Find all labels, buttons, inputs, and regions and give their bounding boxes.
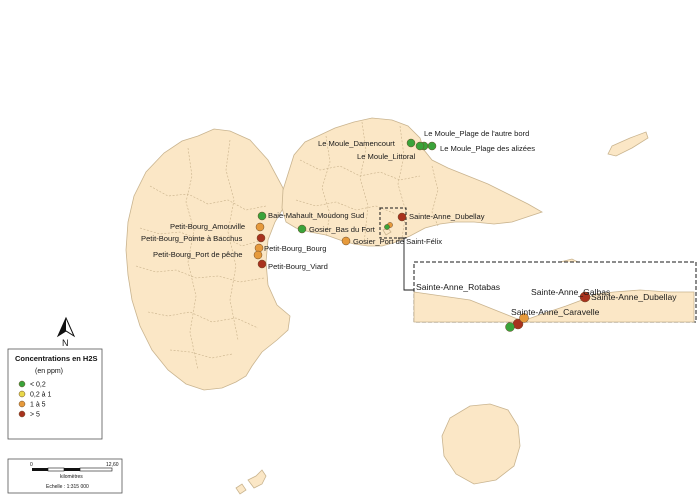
marie-galante-island [441, 403, 521, 485]
commune-boundaries [135, 121, 439, 371]
label-le-moule-damencourt: Le Moule_Damencourt [318, 139, 396, 148]
site-marker-gosier-bas-du-fort [297, 224, 307, 234]
site-marker-petit-bourg-viard [257, 259, 267, 269]
label-le-moule-plage-autre-bord: Le Moule_Plage de l'autre bord [424, 129, 529, 138]
label-gosier-port-saint-felix: Gosier_Port de Saint-Félix [353, 237, 442, 246]
site-marker-le-moule-damencourt [406, 138, 416, 148]
inset-labels: Sainte-Anne_Dubellay Sainte-Anne_Rotabas… [416, 282, 677, 317]
legend-swatch-red [18, 410, 26, 418]
north-arrow: N [56, 316, 76, 348]
legend: Concentrations en H2S (en ppm) < 0,2 0,2 … [7, 348, 103, 440]
site-marker-inset-sainte-anne-dubellay [579, 291, 591, 303]
legend-label-green: < 0,2 [30, 382, 46, 389]
inset-panel [413, 261, 697, 323]
north-label: N [62, 338, 69, 348]
site-marker-inset-sainte-anne-galbas [519, 313, 529, 323]
legend-label-yellow: 0,2 à 1 [30, 392, 52, 399]
scale-bar: 0 12,60 kilomètres Echelle : 1:315 000 [7, 458, 123, 494]
label-petit-bourg-port-peche: Petit-Bourg_Port de pêche [153, 250, 243, 259]
site-marker-petit-bourg-port-peche [253, 250, 263, 260]
inset-label-sainte-anne-rotabas: Sainte-Anne_Rotabas [416, 282, 500, 292]
legend-title: Concentrations en H2S [15, 354, 98, 363]
inset-label-sainte-anne-dubellay: Sainte-Anne_Dubellay [591, 292, 677, 302]
site-marker-inset-sainte-anne-caravelle [505, 322, 515, 332]
legend-swatch-green [18, 380, 26, 388]
sites-layer [253, 138, 437, 269]
label-baie-mahault-moudong-sud: Baie-Mahault_Moudong Sud [268, 211, 364, 220]
scale-ratio: Echelle : 1:315 000 [46, 484, 89, 490]
labels-layer: Le Moule_Damencourt Le Moule_Plage de l'… [141, 129, 535, 271]
inset-label-sainte-anne-galbas: Sainte-Anne_Galbas [531, 287, 610, 297]
label-le-moule-plage-alizees: Le Moule_Plage des alizées [440, 144, 535, 153]
les-saintes-island-2 [235, 483, 247, 495]
scale-unit: kilomètres [60, 474, 83, 480]
site-marker-frame-caravelle [384, 224, 390, 230]
site-marker-petit-bourg-pointe-bacchus [256, 233, 266, 243]
label-petit-bourg-viard: Petit-Bourg_Viard [268, 262, 328, 271]
label-le-moule-littoral: Le Moule_Littoral [357, 152, 416, 161]
site-marker-le-moule-littoral [415, 141, 425, 151]
site-marker-petit-bourg-bourg [254, 243, 264, 253]
legend-unit: (en ppm) [35, 368, 63, 375]
legend-label-red: > 5 [30, 412, 40, 419]
site-marker-petit-bourg-amouville [255, 222, 265, 232]
site-marker-gosier-port-saint-felix [341, 236, 351, 246]
scale-end: 12,60 [106, 462, 119, 468]
label-sainte-anne-dubellay: Sainte-Anne_Dubellay [409, 212, 485, 221]
scale-start: 0 [30, 462, 33, 468]
label-petit-bourg-pointe-bacchus: Petit-Bourg_Pointe à Bacchus [141, 234, 243, 243]
zoom-frame [379, 207, 407, 239]
site-marker-baie-mahault-moudong-sud [257, 211, 267, 221]
zoom-leader-line [398, 237, 414, 291]
label-petit-bourg-amouville: Petit-Bourg_Amouville [170, 222, 245, 231]
site-marker-sainte-anne-dubellay [397, 212, 407, 222]
inset-sites-layer [505, 291, 591, 332]
site-marker-le-moule-plage-alizees [427, 141, 437, 151]
legend-swatch-yellow [18, 390, 26, 398]
legend-label-orange: 1 à 5 [30, 402, 46, 409]
legend-swatch-orange [18, 400, 26, 408]
inset-label-sainte-anne-caravelle: Sainte-Anne_Caravelle [511, 307, 600, 317]
la-desirade-island [607, 131, 649, 157]
legend-items: < 0,2 0,2 à 1 1 à 5 > 5 [18, 380, 52, 419]
les-saintes-island [247, 469, 267, 489]
label-gosier-bas-du-fort: Gosier_Bas du Fort [309, 225, 376, 234]
label-petit-bourg-bourg: Petit-Bourg_Bourg [264, 244, 326, 253]
basse-terre-island [125, 128, 291, 391]
